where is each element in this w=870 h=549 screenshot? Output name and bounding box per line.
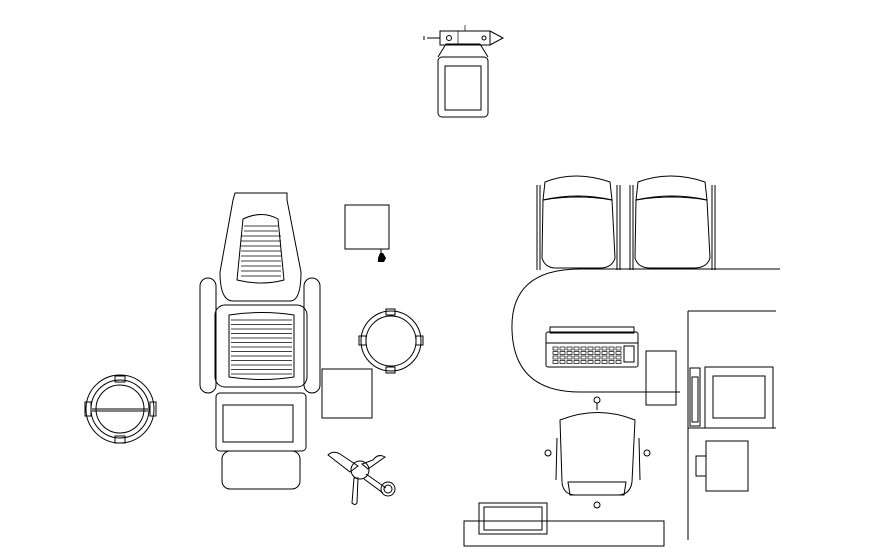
typewriter-key xyxy=(552,351,559,355)
typewriter-key xyxy=(566,346,573,351)
typewriter-key xyxy=(594,360,601,364)
typewriter-key xyxy=(601,355,608,360)
typewriter-key xyxy=(580,360,587,364)
typewriter-key xyxy=(608,360,615,364)
typewriter-key xyxy=(580,351,587,355)
typewriter-key xyxy=(601,351,608,355)
typewriter-key xyxy=(559,360,566,364)
typewriter-key xyxy=(566,351,573,355)
typewriter-key xyxy=(552,355,559,360)
typewriter-key xyxy=(552,346,559,351)
bench-bottom xyxy=(463,502,665,547)
desk-wall xyxy=(687,310,776,540)
typewriter-key xyxy=(608,355,615,360)
typewriter-key xyxy=(608,346,615,351)
typewriter-key xyxy=(573,346,580,351)
typewriter xyxy=(545,326,639,368)
typewriter-key xyxy=(615,360,622,364)
waiting-chair xyxy=(536,175,621,270)
typewriter-key xyxy=(559,351,566,355)
typewriter-key xyxy=(559,355,566,360)
typewriter-key xyxy=(594,346,601,351)
typewriter-key xyxy=(573,360,580,364)
typewriter-key xyxy=(594,355,601,360)
typewriter-key xyxy=(615,355,622,360)
typewriter-key xyxy=(615,351,622,355)
cabinet-square-upper xyxy=(344,204,390,262)
typewriter-key xyxy=(573,355,580,360)
typewriter-key xyxy=(587,355,594,360)
base-tripod xyxy=(327,451,396,505)
reception-counter xyxy=(511,268,780,393)
monitor xyxy=(689,366,774,429)
typewriter-key xyxy=(587,351,594,355)
cabinet-square-lower xyxy=(321,368,373,419)
typewriter-key xyxy=(587,360,594,364)
typewriter-key xyxy=(601,346,608,351)
typewriter-key xyxy=(552,360,559,364)
typewriter-key xyxy=(566,355,573,360)
typewriter-key xyxy=(594,351,601,355)
stool-round xyxy=(84,374,157,444)
cpu-tower xyxy=(695,440,749,492)
dental-tray-instrument xyxy=(423,25,505,118)
typewriter-key xyxy=(608,351,615,355)
office-chair xyxy=(544,396,651,509)
dental-chair xyxy=(199,192,321,490)
typewriter-key xyxy=(601,360,608,364)
typewriter-key xyxy=(566,360,573,364)
typewriter-key xyxy=(587,346,594,351)
typewriter-key xyxy=(615,346,622,351)
typewriter-key xyxy=(580,346,587,351)
spittoon-round xyxy=(358,308,424,374)
typewriter-key xyxy=(580,355,587,360)
waiting-chair xyxy=(629,175,716,270)
typewriter-key xyxy=(559,346,566,351)
typewriter-key xyxy=(573,351,580,355)
document-tray xyxy=(645,350,677,406)
